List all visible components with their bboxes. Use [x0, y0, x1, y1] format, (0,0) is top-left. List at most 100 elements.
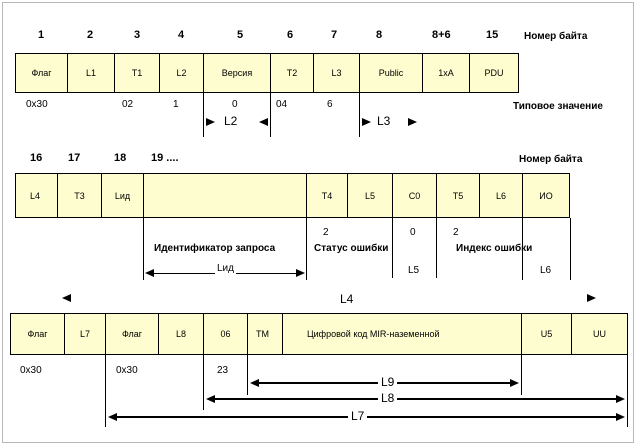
byte-number: 19 ....	[151, 152, 179, 164]
typical-value: 23	[217, 365, 229, 376]
field-cell: L5	[347, 173, 393, 218]
arrow-head	[587, 294, 596, 302]
length-label: L8	[378, 392, 398, 404]
arrow-head	[408, 118, 417, 126]
byte-number-header: Номер байта	[519, 154, 583, 165]
field-cell: ИО	[522, 173, 570, 218]
length-label: L3	[377, 114, 391, 128]
dimension-tick	[359, 93, 360, 137]
dimension-tick	[522, 218, 523, 280]
typical-value: 2	[453, 227, 459, 238]
field-description: Индекс ошибки	[456, 243, 533, 254]
typical-value: 0	[232, 99, 238, 110]
length-label: L6	[540, 265, 552, 276]
byte-number: 15	[486, 29, 499, 41]
arrow-head	[108, 413, 117, 421]
length-label: L7	[348, 410, 368, 422]
field-cell: T3	[57, 173, 102, 218]
field-cell: Цифровой код MIR-наземенной	[282, 313, 522, 355]
typical-value-header: Типовое значение	[513, 101, 603, 112]
field-cell: T4	[306, 173, 348, 218]
dimension-tick	[270, 93, 271, 137]
field-cell: L3	[313, 53, 360, 93]
arrow-head	[616, 395, 625, 403]
byte-number: 6	[287, 29, 294, 41]
typical-value: 1	[173, 99, 179, 110]
field-cell: L4	[15, 173, 58, 218]
dimension-tick	[521, 355, 522, 395]
field-cell: L2	[159, 53, 204, 93]
dimension-tick	[143, 218, 144, 280]
field-cell: Public	[359, 53, 423, 93]
field-cell	[143, 173, 307, 218]
arrow-head	[250, 379, 259, 387]
arrow-head	[362, 118, 371, 126]
dimension-tick	[105, 355, 106, 427]
arrow-head	[296, 269, 305, 277]
field-cell: Флаг	[105, 313, 159, 355]
dimension-tick	[203, 93, 204, 137]
typical-value: 02	[122, 99, 134, 110]
field-description: Идентификатор запроса	[154, 243, 276, 254]
arrow-head	[206, 395, 215, 403]
byte-number: 16	[30, 152, 43, 164]
field-cell: L7	[64, 313, 106, 355]
field-cell: U5	[521, 313, 572, 355]
field-cell: L8	[158, 313, 204, 355]
field-cell: C0	[392, 173, 437, 218]
typical-value: 0x30	[26, 99, 48, 110]
byte-number: 3	[134, 29, 141, 41]
length-label: L9	[378, 376, 398, 388]
byte-number-header: Номер байта	[524, 31, 588, 42]
length-label: Lид	[215, 263, 236, 274]
field-cell: UU	[571, 313, 628, 355]
length-label: L4	[340, 292, 354, 306]
arrow-head	[616, 413, 625, 421]
field-cell: PDU	[469, 53, 519, 93]
length-label: L2	[224, 114, 238, 128]
byte-number: 7	[331, 29, 338, 41]
field-description: Статус ошибки	[314, 243, 389, 254]
byte-number: 8+6	[432, 29, 451, 41]
byte-number: 17	[68, 152, 81, 164]
field-cell: Версия	[203, 53, 271, 93]
byte-number: 8	[376, 29, 383, 41]
byte-number: 2	[87, 29, 94, 41]
typical-value: 0	[410, 227, 416, 238]
field-cell: T2	[270, 53, 314, 93]
field-cell: 06	[203, 313, 248, 355]
dimension-tick	[247, 355, 248, 395]
field-cell: Lид	[101, 173, 144, 218]
field-cell: L6	[479, 173, 523, 218]
dimension-tick	[203, 355, 204, 410]
dimension-tick	[627, 355, 628, 427]
field-cell: 1хА	[422, 53, 470, 93]
arrow-head	[62, 294, 71, 302]
byte-number: 4	[178, 29, 185, 41]
byte-number: 18	[114, 152, 127, 164]
byte-number: 5	[237, 29, 244, 41]
dimension-tick	[436, 218, 437, 278]
diagram-frame	[2, 2, 634, 443]
typical-value: 0x30	[20, 365, 42, 376]
length-label: L5	[408, 265, 420, 276]
field-cell: Флаг	[15, 53, 68, 93]
typical-value: 2	[323, 227, 329, 238]
dimension-tick	[570, 218, 571, 280]
dimension-tick	[306, 218, 307, 280]
arrow-head	[259, 118, 268, 126]
byte-number: 1	[38, 29, 45, 41]
field-cell: T5	[436, 173, 480, 218]
arrow-head	[510, 379, 519, 387]
typical-value: 04	[276, 99, 288, 110]
field-cell: T1	[114, 53, 160, 93]
field-cell: L1	[67, 53, 115, 93]
dimension-tick	[392, 218, 393, 278]
dimension-line	[214, 398, 617, 400]
arrow-head	[145, 269, 154, 277]
typical-value: 0x30	[116, 365, 138, 376]
typical-value: 6	[327, 99, 333, 110]
arrow-head	[206, 118, 215, 126]
field-cell: Флаг	[10, 313, 65, 355]
field-cell: TM	[247, 313, 283, 355]
